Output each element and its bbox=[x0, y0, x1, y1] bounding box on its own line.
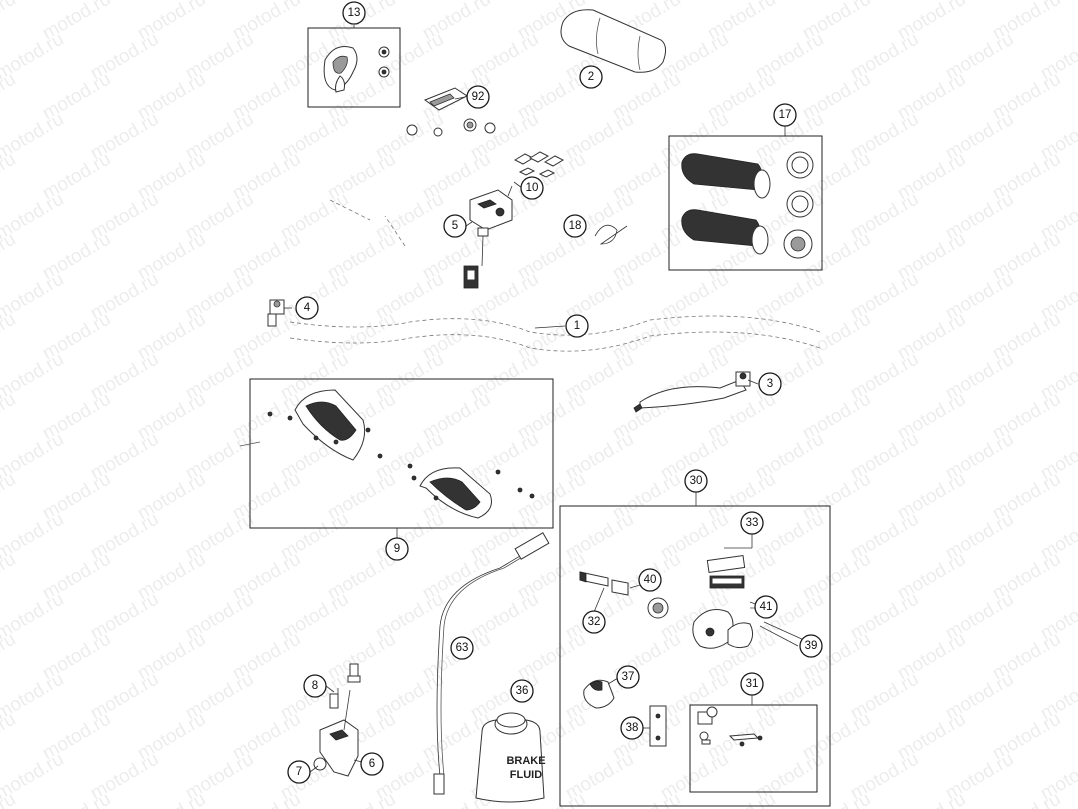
clutch-assembly-parts bbox=[313, 663, 361, 777]
svg-text:40: 40 bbox=[644, 574, 657, 586]
callout-39: 39 bbox=[799, 634, 823, 658]
callout-40: 40 bbox=[638, 568, 662, 592]
svg-text:3: 3 bbox=[767, 378, 773, 390]
callout-3: 3 bbox=[758, 372, 782, 396]
svg-text:38: 38 bbox=[626, 722, 639, 734]
svg-text:18: 18 bbox=[569, 220, 582, 232]
callout-38: 38 bbox=[620, 716, 644, 740]
callout-17: 17 bbox=[773, 103, 797, 127]
svg-text:41: 41 bbox=[760, 601, 773, 613]
callout-63: 63 bbox=[450, 636, 474, 660]
svg-text:36: 36 bbox=[516, 685, 529, 697]
handlebar-grips-set bbox=[681, 151, 814, 259]
callout-4: 4 bbox=[295, 296, 319, 320]
callout-10: 10 bbox=[520, 176, 544, 200]
brake-reservoir-parts bbox=[697, 706, 763, 747]
callout-92: 92 bbox=[466, 85, 490, 109]
bottle-label-line2: FLUID bbox=[510, 769, 542, 781]
svg-text:63: 63 bbox=[456, 642, 469, 654]
svg-text:39: 39 bbox=[805, 640, 818, 652]
clamp-bolt bbox=[267, 299, 285, 327]
svg-text:8: 8 bbox=[312, 680, 318, 692]
svg-text:2: 2 bbox=[588, 71, 594, 83]
callout-18: 18 bbox=[563, 214, 587, 238]
handlebar-switch bbox=[463, 189, 513, 289]
callout-31: 31 bbox=[740, 672, 764, 696]
switch-fitting-parts bbox=[406, 87, 565, 197]
throttle-housing-parts bbox=[323, 46, 390, 93]
svg-text:10: 10 bbox=[526, 182, 539, 194]
brake-master-cylinder-parts bbox=[579, 554, 805, 747]
svg-text:30: 30 bbox=[690, 475, 703, 487]
group-frame-31 bbox=[689, 704, 818, 793]
svg-text:37: 37 bbox=[622, 671, 635, 683]
callout-32: 32 bbox=[582, 610, 606, 634]
svg-text:33: 33 bbox=[746, 517, 759, 529]
handlebar-pad-cover bbox=[560, 9, 667, 73]
callout-33: 33 bbox=[740, 511, 764, 535]
svg-text:4: 4 bbox=[304, 302, 311, 314]
handguard-set bbox=[239, 389, 535, 519]
callout-8: 8 bbox=[303, 674, 327, 698]
group-frame-17 bbox=[668, 135, 823, 271]
svg-text:1: 1 bbox=[574, 320, 580, 332]
callout-9: 9 bbox=[385, 537, 409, 561]
callout-41: 41 bbox=[754, 595, 778, 619]
brake-fluid-bottle bbox=[475, 712, 545, 803]
callout-13: 13 bbox=[342, 1, 366, 25]
callout-37: 37 bbox=[616, 665, 640, 689]
callout-5: 5 bbox=[443, 214, 467, 238]
svg-text:32: 32 bbox=[588, 616, 601, 628]
callout-36: 36 bbox=[510, 679, 534, 703]
svg-text:5: 5 bbox=[452, 220, 458, 232]
callout-1: 1 bbox=[565, 314, 589, 338]
callout-2: 2 bbox=[579, 65, 603, 89]
svg-text:17: 17 bbox=[779, 109, 792, 121]
svg-text:7: 7 bbox=[296, 766, 302, 778]
group-frame-30 bbox=[559, 505, 831, 807]
handlebar bbox=[289, 199, 821, 352]
svg-text:92: 92 bbox=[472, 91, 485, 103]
callout-6: 6 bbox=[360, 752, 384, 776]
svg-text:6: 6 bbox=[369, 758, 375, 770]
svg-text:9: 9 bbox=[394, 543, 400, 555]
throttle-cable-end bbox=[633, 371, 751, 413]
brake-hose bbox=[433, 532, 550, 795]
svg-text:31: 31 bbox=[746, 678, 759, 690]
cable-tie bbox=[594, 224, 628, 245]
group-frame-9 bbox=[249, 378, 554, 529]
bottle-label-line1: BRAKE bbox=[506, 755, 545, 767]
callout-30: 30 bbox=[684, 469, 708, 493]
callout-7: 7 bbox=[287, 760, 311, 784]
svg-text:13: 13 bbox=[348, 7, 361, 19]
